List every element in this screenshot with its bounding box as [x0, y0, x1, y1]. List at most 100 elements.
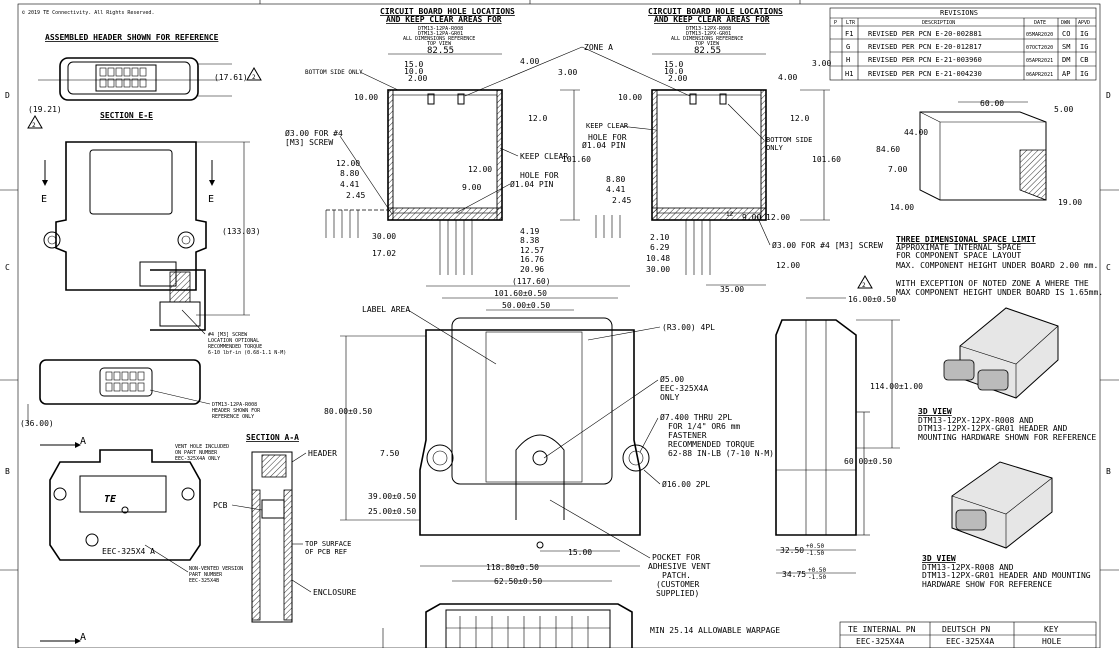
cb1-keep-clear: KEEP CLEAR [520, 152, 568, 161]
pn-header-key: KEY [1044, 625, 1059, 634]
main-dim-101: 101.60±0.50 [494, 289, 547, 298]
pocket-note-3: PATCH. [662, 571, 691, 580]
fastener-note-2: FOR 1/4" OR6 mm [668, 422, 740, 431]
cb2-left-4: 4.41 [606, 185, 625, 194]
main-dim-117: (117.60) [512, 277, 551, 286]
space-limit-title: THREE DIMENSIONAL SPACE LIMIT [896, 235, 1036, 244]
cb2-b-1: 2.10 [650, 233, 669, 242]
flag-icon [857, 275, 873, 289]
view3d-2-line1: DTM13-12PX-R008 AND [922, 563, 1014, 572]
flag-icon [27, 115, 43, 129]
cb1-dim-30: 30.00 [372, 232, 396, 241]
front-view: E E (133.03) [41, 141, 261, 316]
cb2-dim-12b: 12.00 [776, 261, 800, 270]
pn-key-value: HOLE [1042, 637, 1061, 646]
cb1-dim-17: 17.02 [372, 249, 396, 258]
rev-apvd: IG [1080, 43, 1088, 51]
main-dim-62: 62.50±0.50 [494, 577, 542, 586]
pocket-note-2: ADHESIVE VENT [648, 562, 711, 571]
rev-date: 05APR2021 [1026, 58, 1053, 64]
main-dim-7-50: 7.50 [380, 449, 399, 458]
main-dim-118: 118.80±0.50 [486, 563, 539, 572]
cb2-sub-4: TOP VIEW [695, 41, 720, 47]
zone-a-label: ZONE A [584, 43, 613, 52]
header-view-title: ASSEMBLED HEADER SHOWN FOR REFERENCE [45, 33, 219, 42]
cb2-b-2: 6.29 [650, 243, 669, 252]
bottom-width-dim: (36.00) [20, 419, 54, 428]
rev-header-p: P [834, 20, 837, 26]
revisions-title: REVISIONS [940, 9, 978, 17]
rev-desc: REVISED PER PCN E-21-003960 [868, 56, 982, 64]
rev-apvd: IG [1080, 70, 1088, 78]
main-dim-15: 15.00 [568, 548, 592, 557]
rev-ltr: H [846, 56, 850, 64]
cb2-b-3: 10.48 [646, 254, 670, 263]
fastener-note-5: 62-88 IN-LB (7-10 N-M) [668, 449, 774, 458]
section-ee-label: SECTION E-E [100, 111, 153, 120]
cb1-left-2: 2.45 [346, 191, 365, 200]
cb2-dim-4: 4.00 [778, 73, 797, 82]
rev-apvd: CB [1080, 56, 1088, 64]
space-dim-44: 44.00 [904, 128, 928, 137]
side-dim-34-tol-down: -1.50 [808, 574, 826, 581]
rev-header-dwn: DWN [1061, 20, 1070, 26]
cb1-dim-total: 82.55 [427, 46, 454, 56]
rev-header-date: DATE [1034, 20, 1046, 26]
cb2-dim-10-00: 10.00 [618, 93, 642, 102]
cb1-r-1: 4.19 [520, 227, 539, 236]
side-dim-114: 114.00±1.00 [870, 382, 923, 391]
space-dim-5: 5.00 [1054, 105, 1073, 114]
flag-number: 2 [32, 122, 36, 129]
rev-desc: REVISED PER PCN E-20-002881 [868, 30, 982, 38]
side-dim-34: 34.75 [782, 570, 806, 579]
cb2-dim-12-0: 12.0 [790, 114, 809, 123]
pocket-note-4: (CUSTOMER [656, 580, 700, 589]
space-limit-line2: FOR COMPONENT SPACE LAYOUT [896, 251, 1021, 260]
cb1-dim-3: 3.00 [558, 68, 577, 77]
cb2-sub-2: DTM13-12PX-GR01 [686, 31, 731, 37]
e-label-right: E [208, 194, 214, 205]
cb-view-1: CIRCUIT BOARD HOLE LOCATIONS AND KEEP CL… [285, 7, 691, 275]
cb1-dim-10: 10.0 [404, 67, 423, 76]
table-row: G REVISED PER PCN E-20-012817 07OCT2020 … [846, 43, 1088, 51]
label-area-callout: LABEL AREA [362, 305, 410, 314]
cb2-left-2: 2.45 [612, 196, 631, 205]
view3d-1-title: 3D VIEW [918, 407, 952, 416]
table-row: F1 REVISED PER PCN E-20-002881 05MAR2020… [845, 30, 1088, 38]
cb1-dim-10-00: 10.00 [354, 93, 378, 102]
cb2-dim-3: 3.00 [812, 59, 831, 68]
view3d-2-line3: HARDWARE SHOW FOR REFERENCE [922, 580, 1052, 589]
pn-header-deutsch: DEUTSCH PN [942, 625, 990, 634]
view3d-1-line3: MOUNTING HARDWARE SHOWN FOR REFERENCE [918, 433, 1096, 442]
rev-ltr: G [846, 43, 850, 51]
cb1-dim-101: 101.60 [562, 155, 591, 164]
header-dim-right: (17.61) [214, 73, 248, 82]
side-dim-60: 60.00±0.50 [844, 457, 892, 466]
space-dim-84: 84.60 [876, 145, 900, 154]
cb1-sub-2: DTM13-12PA-GR01 [418, 31, 463, 37]
cb1-dim-12-00: 12.00 [468, 165, 492, 174]
main-dim-25: 25.00±0.50 [368, 507, 416, 516]
side-dim-16: 16.00±0.50 [848, 295, 896, 304]
space-dim-7: 7.00 [888, 165, 907, 174]
view3d-1-line1: DTM13-12PX-12PX-R008 AND [918, 416, 1034, 425]
cb1-screw-note: Ø3.00 FOR #4[M3] SCREW [285, 128, 343, 147]
cb2-dim-101: 101.60 [812, 155, 841, 164]
side-view: 16.00±0.50 114.00±1.00 60.00±0.50 32.50 … [775, 295, 923, 581]
space-limit-line3: MAX. COMPONENT HEIGHT UNDER BOARD 2.00 m… [896, 261, 1098, 270]
side-dim-32-tol-up: +0.50 [806, 543, 824, 550]
fastener-note-3: FASTENER [668, 431, 707, 440]
rev-date: 06APR2021 [1026, 72, 1053, 78]
cb1-title-line1: CIRCUIT BOARD HOLE LOCATIONS [380, 7, 515, 16]
cb2-dim-total: 82.55 [694, 46, 721, 56]
cb2-title-line2: AND KEEP CLEAR AREAS FOR [654, 15, 770, 24]
header-dim-left: (19.21) [28, 105, 62, 114]
